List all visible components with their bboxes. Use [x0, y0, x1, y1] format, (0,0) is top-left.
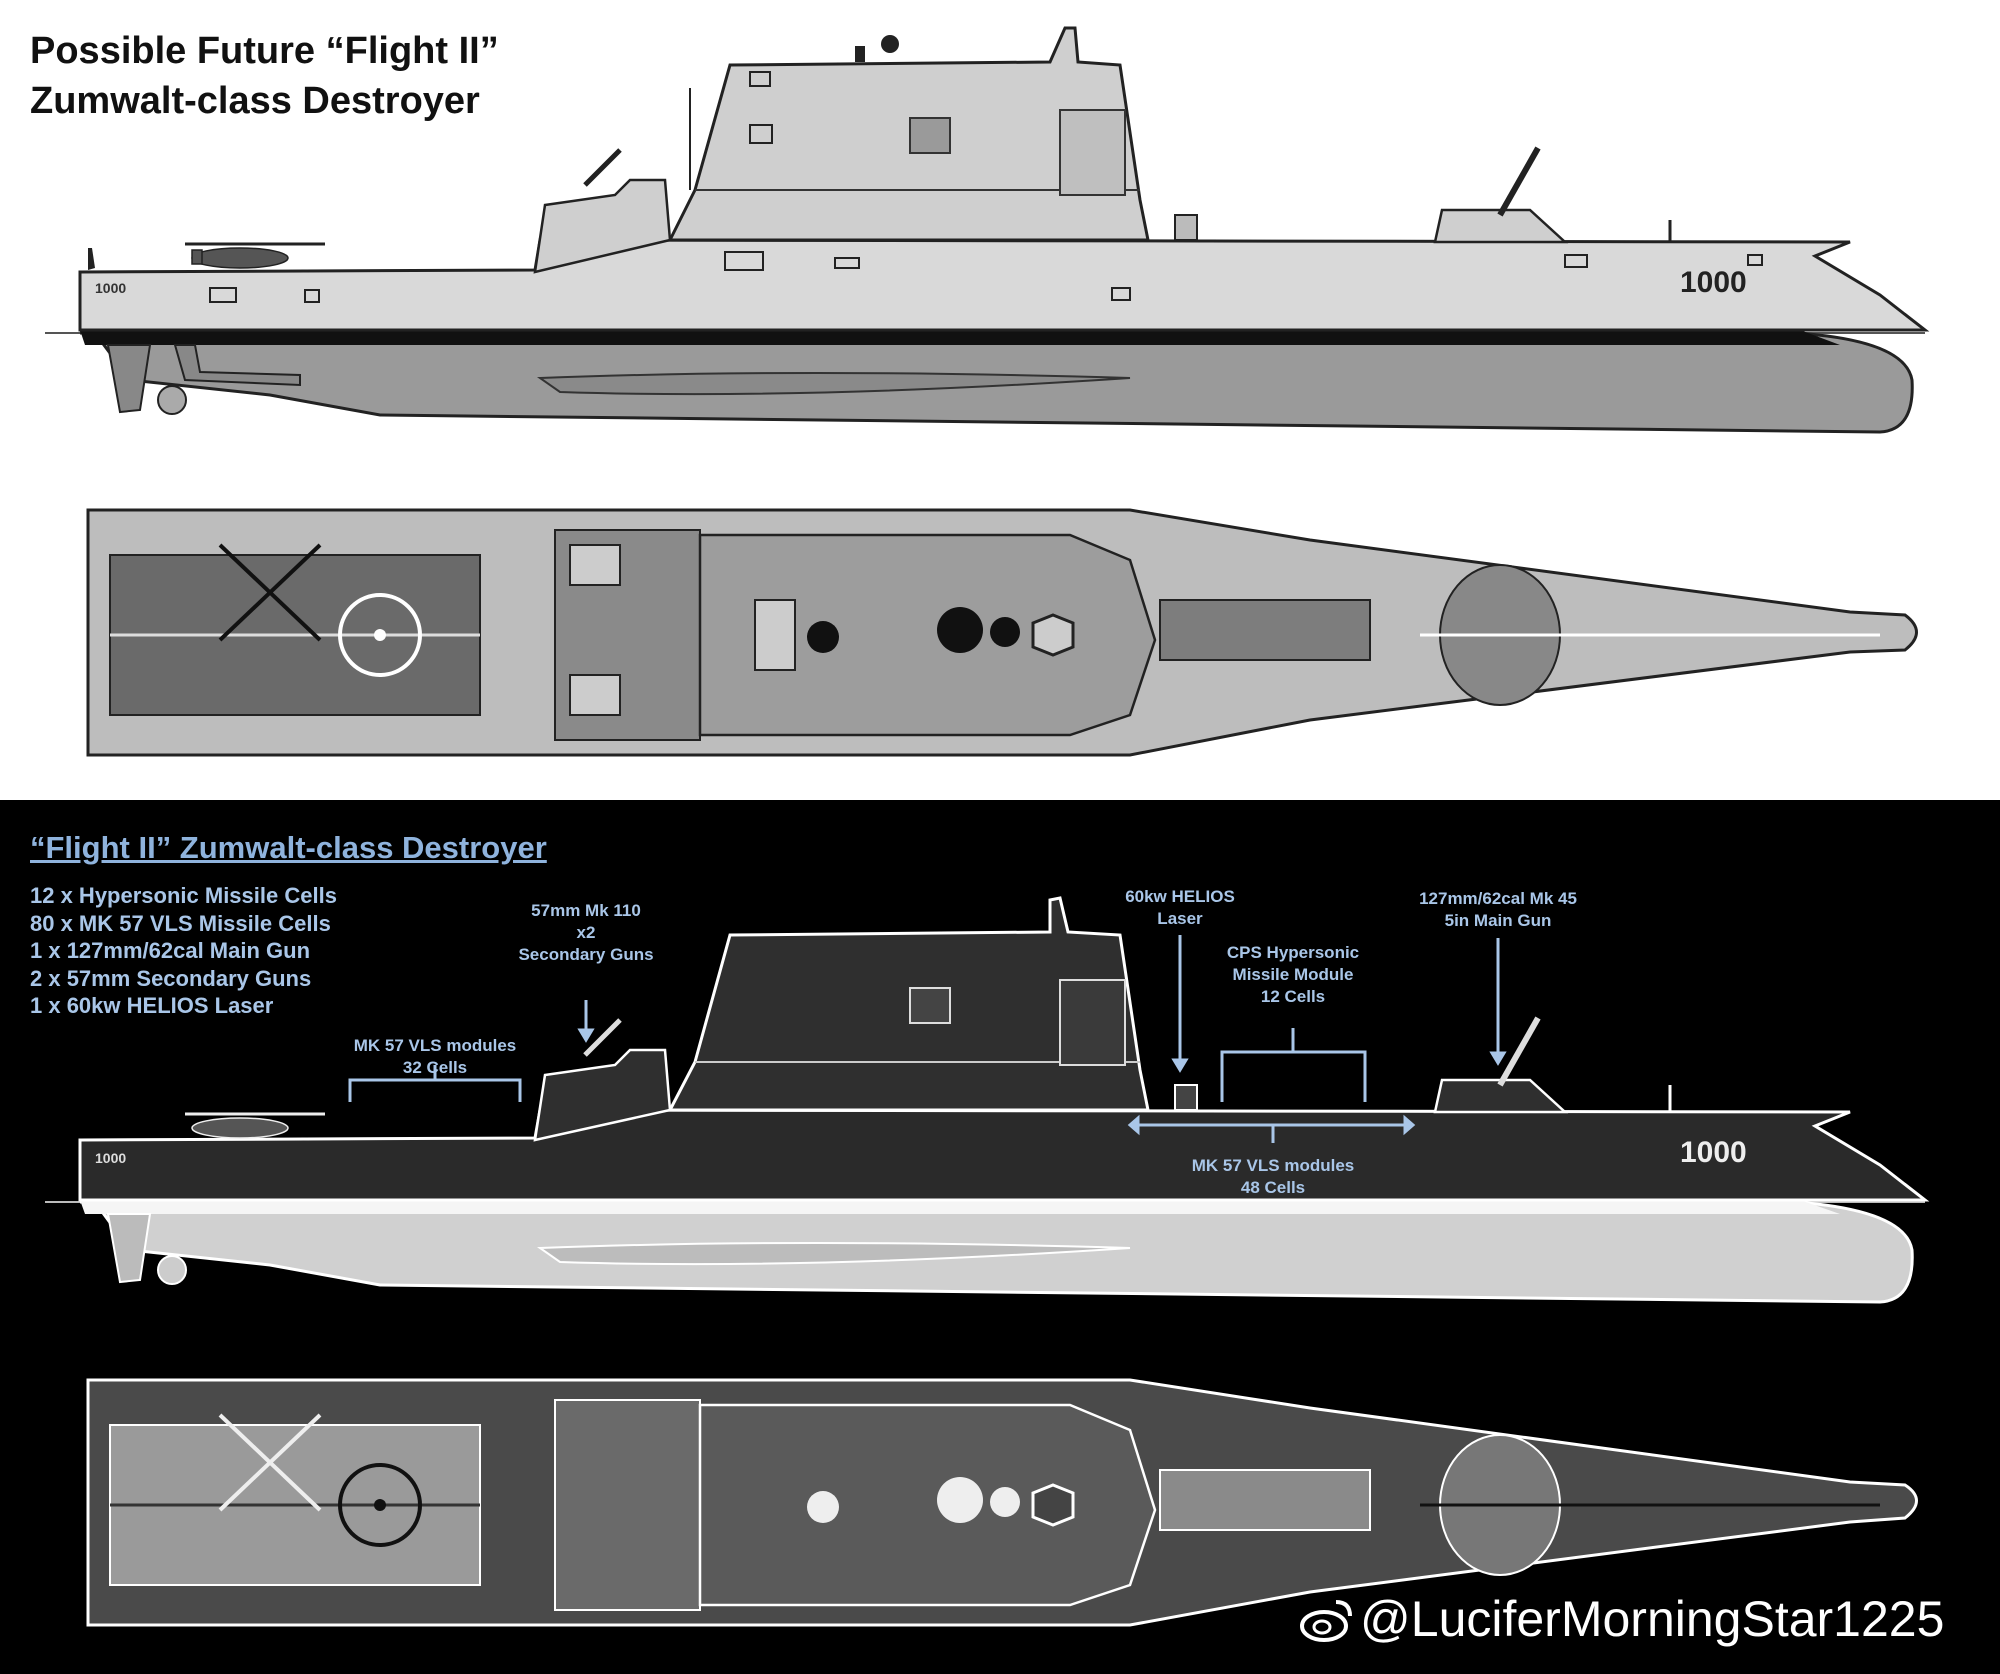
callout-line: 60kw HELIOS: [1125, 887, 1235, 906]
weibo-logo-icon: [1300, 1600, 1352, 1642]
sensor-mast-a: [855, 46, 865, 62]
callout-line: Laser: [1157, 909, 1203, 928]
main-gun-barrel: [1497, 146, 1541, 217]
watermark: @LuciferMorningStar1225: [1300, 1590, 1944, 1648]
callout-cps: CPS Hypersonic Missile Module 12 Cells: [1227, 942, 1359, 1008]
aft-secondary-gun: [583, 148, 622, 187]
callout-main-gun: 127mm/62cal Mk 45 5in Main Gun: [1419, 888, 1577, 932]
bottom-ship-drawings: [45, 896, 1930, 1627]
prop-shaft: [173, 344, 301, 387]
plan-vls-fwd: [1159, 599, 1371, 661]
callout-secondary-guns: 57mm Mk 110 x2 Secondary Guns: [518, 900, 653, 966]
callout-line: 5in Main Gun: [1444, 911, 1552, 930]
callout-vls-fwd: MK 57 VLS modules 48 Cells: [1192, 1155, 1354, 1199]
bottom-hull-number-bow: 1000: [1680, 1136, 1747, 1169]
landing-circle: [338, 593, 422, 677]
callout-line: MK 57 VLS modules: [353, 1036, 517, 1055]
callout-line: 127mm/62cal Mk 45: [1419, 889, 1577, 908]
callout-line: CPS Hypersonic: [1226, 943, 1360, 962]
spec-list: 12 x Hypersonic Missile Cells 80 x MK 57…: [30, 882, 337, 1020]
callout-line: MK 57 VLS modules: [1191, 1156, 1355, 1175]
callout-lines: [348, 935, 1507, 1143]
callout-line: 12 Cells: [1260, 987, 1326, 1006]
callout-line: 32 Cells: [402, 1058, 468, 1077]
plan-deckhouse: [698, 533, 1157, 737]
callout-line: Missile Module: [1232, 965, 1354, 984]
top-title: Possible Future “Flight II” Zumwalt-clas…: [30, 26, 499, 126]
boot-stripe: [80, 330, 1840, 345]
top-panel: Possible Future “Flight II” Zumwalt-clas…: [0, 0, 2000, 800]
top-title-line1: Possible Future “Flight II”: [30, 30, 499, 72]
propeller: [157, 385, 187, 415]
bottom-title: “Flight II” Zumwalt-class Destroyer: [30, 830, 547, 865]
top-hull-number-stern: 1000: [95, 280, 127, 296]
b-helicopter-side: [185, 1112, 325, 1139]
callout-vls-aft: MK 57 VLS modules 32 Cells: [354, 1035, 516, 1079]
rudder: [106, 344, 152, 414]
helios-mount: [1174, 214, 1198, 241]
stern-mast: [88, 248, 95, 270]
sonar-dome: [536, 372, 1131, 396]
spec-item: 1 x 60kw HELIOS Laser: [30, 993, 274, 1018]
helicopter-side: [185, 242, 325, 269]
main-gun-turret: [1433, 208, 1569, 244]
spec-item: 2 x 57mm Secondary Guns: [30, 965, 312, 991]
bottom-hull-number-stern: 1000: [95, 1150, 127, 1166]
b-boot-stripe: [80, 1200, 1840, 1214]
top-ship-drawings: [45, 26, 1930, 757]
callout-line: x2: [576, 923, 596, 942]
callout-line: 57mm Mk 110: [531, 901, 641, 920]
top-hull-number-bow: 1000: [1680, 266, 1747, 299]
callout-helios: 60kw HELIOS Laser: [1125, 886, 1235, 930]
sensor-mast-b: [881, 35, 899, 53]
top-title-line2: Zumwalt-class Destroyer: [30, 80, 480, 122]
callout-line: Secondary Guns: [518, 945, 654, 964]
spec-item: 80 x MK 57 VLS Missile Cells: [30, 910, 331, 936]
spec-item: 12 x Hypersonic Missile Cells: [30, 883, 337, 908]
b-upper-hull: [78, 1108, 1930, 1202]
spec-item: 1 x 127mm/62cal Main Gun: [30, 938, 311, 963]
watermark-text: @LuciferMorningStar1225: [1360, 1591, 1945, 1647]
upper-hull: [78, 238, 1930, 332]
callout-line: 48 Cells: [1240, 1178, 1306, 1197]
bottom-panel: “Flight II” Zumwalt-class Destroyer 12 x…: [0, 800, 2000, 1674]
